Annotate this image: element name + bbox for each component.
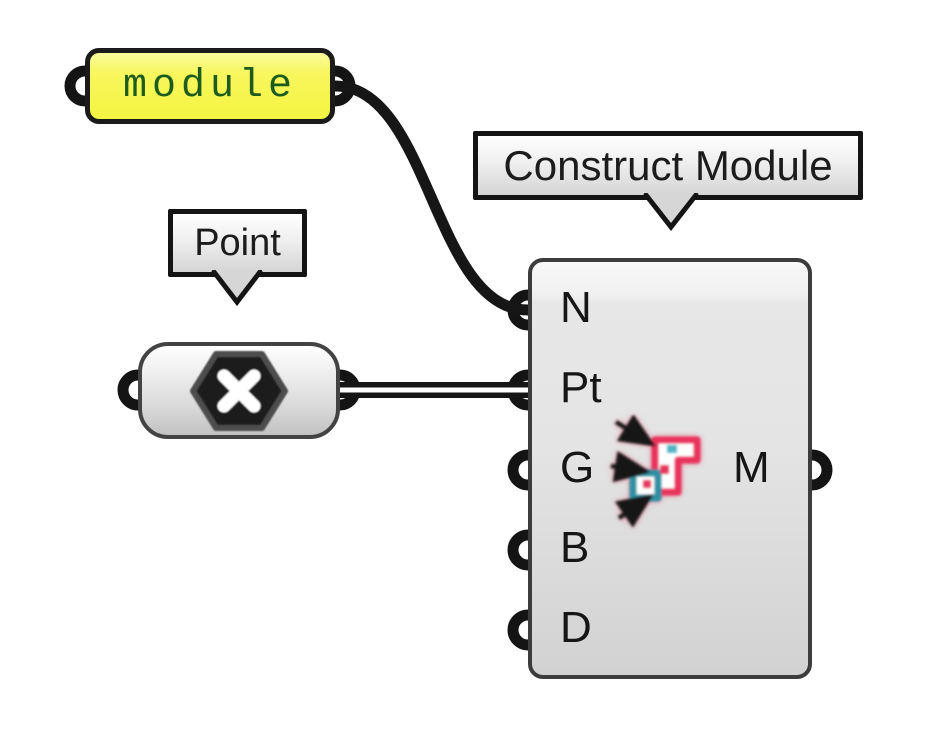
tooltip-cm-tail — [643, 193, 699, 232]
input-label-b[interactable]: B — [560, 523, 590, 572]
cell-teal — [667, 445, 677, 453]
tooltip-point-label: Point — [194, 221, 281, 264]
construct-module-icon — [610, 415, 701, 528]
point-component[interactable] — [138, 342, 340, 439]
cell-red-1 — [660, 465, 669, 474]
tooltip-point-tail — [211, 270, 263, 307]
input-label-pt[interactable]: Pt — [560, 363, 602, 412]
tooltip-point: Point — [168, 209, 307, 277]
arrow-top — [614, 415, 656, 447]
cell-red-2 — [643, 480, 651, 488]
tooltip-construct-module: Construct Module — [473, 131, 863, 200]
input-label-d[interactable]: D — [560, 603, 592, 652]
hexagon-x-icon — [190, 350, 288, 431]
input-label-g[interactable]: G — [560, 443, 595, 492]
tooltip-cm-label: Construct Module — [503, 141, 833, 189]
output-label-m[interactable]: M — [733, 443, 770, 492]
wire-module-to-n[interactable] — [329, 80, 534, 316]
arrow-middle — [610, 451, 651, 483]
panel-module[interactable]: module — [85, 48, 335, 124]
input-label-n[interactable]: N — [560, 283, 592, 332]
arrow-bottom — [614, 494, 654, 528]
panel-text: module — [122, 63, 298, 109]
